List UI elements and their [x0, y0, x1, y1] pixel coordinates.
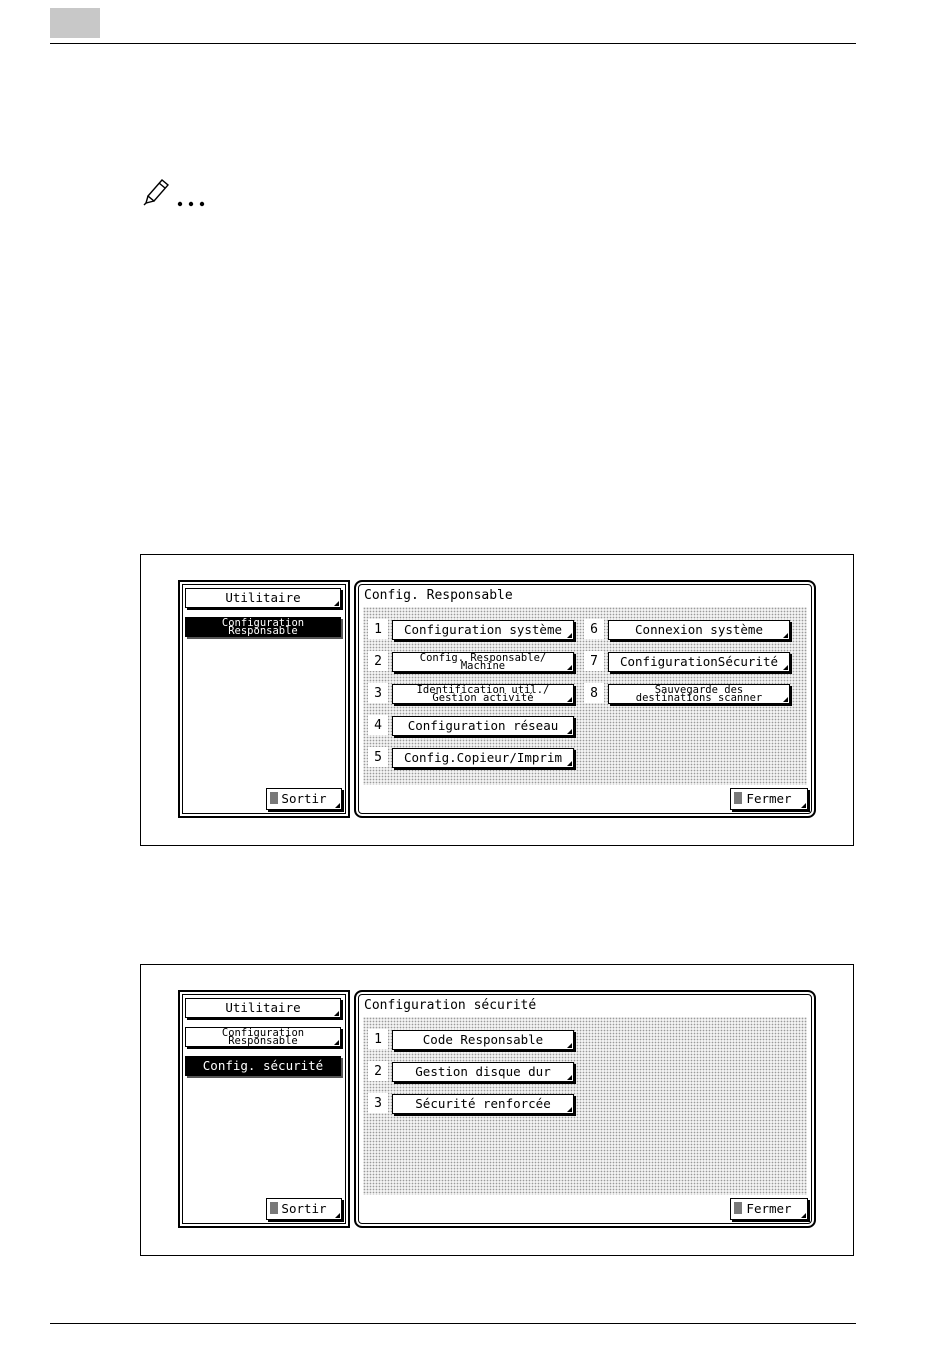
sidebar-item-configuration-responsable[interactable]: Configuration Responsable: [185, 1027, 341, 1047]
sidebar-item-utilitaire[interactable]: Utilitaire: [185, 998, 341, 1018]
menu-item-code-responsable[interactable]: Code Responsable: [392, 1030, 574, 1050]
menu-number: 2: [368, 651, 388, 671]
sidebar-item-utilitaire[interactable]: Utilitaire: [185, 588, 341, 608]
menu-number: 7: [584, 651, 604, 671]
note-pencil-icon: [143, 179, 205, 207]
menu-number: 2: [368, 1061, 388, 1081]
menu-item-gestion-disque-dur[interactable]: Gestion disque dur: [392, 1062, 574, 1082]
menu-item-connexion-systeme[interactable]: Connexion système: [608, 620, 790, 640]
menu-item-configuration-reseau[interactable]: Configuration réseau: [392, 716, 574, 736]
fermer-button[interactable]: Fermer: [730, 1198, 808, 1220]
screenshot-configuration-securite: Utilitaire Configuration Responsable Con…: [140, 964, 854, 1256]
menu-grid: 1 Configuration système 2 Config. Respon…: [363, 607, 807, 785]
menu-number: 1: [368, 1029, 388, 1049]
page-title: Config. Responsable: [364, 588, 513, 603]
menu-item-securite-renforcee[interactable]: Sécurité renforcée: [392, 1094, 574, 1114]
menu-number: 4: [368, 715, 388, 735]
screenshot-config-responsable: Utilitaire Configuration Responsable Sor…: [140, 554, 854, 846]
menu-item-configuration-securite[interactable]: ConfigurationSécurité: [608, 652, 790, 672]
sortir-button[interactable]: Sortir: [266, 788, 342, 810]
menu-number: 3: [368, 683, 388, 703]
menu-number: 1: [368, 619, 388, 639]
chapter-tab-block: [50, 8, 100, 38]
menu-number: 6: [584, 619, 604, 639]
main-panel: Config. Responsable 1 Configuration syst…: [354, 580, 816, 818]
menu-item-config-copieur-imprim[interactable]: Config.Copieur/Imprim: [392, 748, 574, 768]
menu-number: 8: [584, 683, 604, 703]
menu-item-sauvegarde-destinations-scanner[interactable]: Sauvegarde des destinations scanner: [608, 684, 790, 704]
menu-number: 5: [368, 747, 388, 767]
menu-item-identification-gestion-activite[interactable]: Identification util./ Gestion activité: [392, 684, 574, 704]
sidebar-panel: Utilitaire Configuration Responsable Sor…: [178, 580, 350, 818]
menu-item-configuration-systeme[interactable]: Configuration système: [392, 620, 574, 640]
sidebar-item-config-securite[interactable]: Config. sécurité: [185, 1056, 341, 1076]
grip-icon: [734, 1202, 742, 1214]
fermer-button[interactable]: Fermer: [730, 788, 808, 810]
main-panel: Configuration sécurité 1 Code Responsabl…: [354, 990, 816, 1228]
header-rule: [50, 43, 856, 44]
sidebar-panel: Utilitaire Configuration Responsable Con…: [178, 990, 350, 1228]
grip-icon: [734, 792, 742, 804]
sidebar-item-configuration-responsable[interactable]: Configuration Responsable: [185, 617, 341, 637]
grip-icon: [270, 1202, 278, 1214]
menu-item-config-responsable-machine[interactable]: Config. Responsable/ Machine: [392, 652, 574, 672]
page-title: Configuration sécurité: [364, 998, 537, 1013]
menu-number: 3: [368, 1093, 388, 1113]
footer-rule: [50, 1323, 856, 1324]
sortir-button[interactable]: Sortir: [266, 1198, 342, 1220]
menu-grid: 1 Code Responsable 2 Gestion disque dur …: [363, 1017, 807, 1195]
grip-icon: [270, 792, 278, 804]
